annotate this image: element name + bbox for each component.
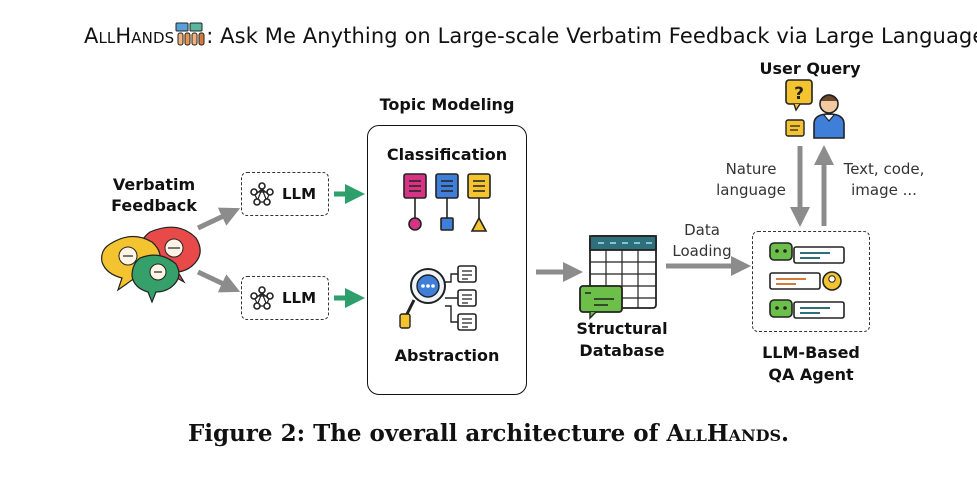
- header-product-name: AllHands: [84, 24, 175, 48]
- abstraction-icon: [399, 265, 477, 331]
- caption-suffix: .: [781, 420, 790, 447]
- classification-icon: [403, 173, 491, 232]
- qa-agent-box: [752, 231, 870, 332]
- llm-bottom-label: LLM: [281, 289, 317, 307]
- llm-top-label: LLM: [281, 185, 317, 203]
- feedback-bubbles-icon: [101, 226, 201, 304]
- structural-database-line-1: Structural: [576, 319, 668, 338]
- arrow-feedback-to-llm-bottom: [196, 269, 241, 293]
- llm-network-icon-bottom: [250, 286, 274, 310]
- data-loading-label: Data Loading: [664, 220, 740, 262]
- qa-agent-label: LLM-Based QA Agent: [741, 342, 881, 386]
- header-title: AllHands : Ask Me Anything on Large-scal…: [84, 22, 977, 51]
- qa-agent-line-1: LLM-Based: [762, 343, 860, 362]
- verbatim-feedback-line-1: Verbatim: [112, 175, 196, 194]
- nature-language-line-1: Nature: [725, 160, 777, 178]
- svg-text:?: ?: [794, 84, 804, 104]
- abstraction-label: Abstraction: [394, 346, 500, 365]
- verbatim-feedback-label: Verbatim Feedback: [100, 174, 208, 216]
- llm-box-bottom: LLM: [241, 276, 329, 320]
- verbatim-feedback-line-2: Feedback: [111, 196, 197, 215]
- topic-modeling-title: Topic Modeling: [379, 95, 515, 114]
- llm-network-icon-top: [250, 182, 274, 206]
- text-code-image-line-2: image ...: [851, 181, 917, 199]
- data-loading-line-2: Loading: [672, 242, 732, 260]
- qa-agent-line-2: QA Agent: [768, 365, 854, 384]
- arrow-feedback-to-llm-top: [196, 207, 241, 231]
- structural-database-line-2: Database: [579, 341, 665, 360]
- structural-database-label: Structural Database: [566, 318, 678, 362]
- database-icon: [579, 235, 657, 320]
- figure-caption: Figure 2: The overall architecture of Al…: [0, 420, 977, 447]
- caption-name: AllHands: [666, 420, 782, 447]
- classification-label: Classification: [386, 145, 508, 164]
- caption-prefix: Figure 2: The overall architecture of: [187, 420, 667, 447]
- text-code-image-label: Text, code, image ...: [831, 159, 937, 201]
- header-rest: : Ask Me Anything on Large-scale Verbati…: [206, 24, 977, 48]
- data-loading-line-1: Data: [684, 221, 720, 239]
- text-code-image-line-1: Text, code,: [843, 160, 925, 178]
- topic-modeling-box: [367, 125, 527, 395]
- nature-language-line-2: language: [716, 181, 786, 199]
- hands-icon: [175, 22, 205, 51]
- nature-language-label: Nature language: [706, 159, 796, 201]
- user-query-label: User Query: [759, 59, 861, 78]
- user-query-icon: ?: [785, 79, 845, 139]
- qa-agent-icon: [769, 242, 845, 319]
- llm-box-top: LLM: [241, 172, 329, 216]
